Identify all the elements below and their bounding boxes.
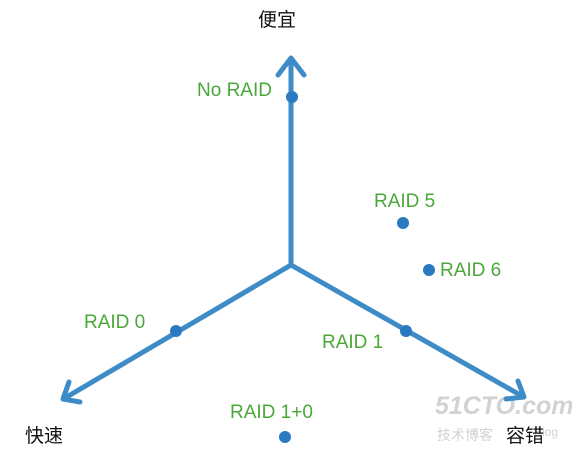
point-raid-10 <box>279 431 291 443</box>
watermark-tagline: 技术博客 <box>437 427 493 444</box>
label-raid-6: RAID 6 <box>440 260 501 281</box>
point-raid-1 <box>400 325 412 337</box>
label-no-raid: No RAID <box>197 80 272 101</box>
label-raid-1: RAID 1 <box>322 332 383 353</box>
label-raid-10: RAID 1+0 <box>230 402 313 423</box>
label-raid-5: RAID 5 <box>374 191 435 212</box>
point-raid-6 <box>423 264 435 276</box>
point-raid-0 <box>170 325 182 337</box>
raid-points: No RAID RAID 5 RAID 6 RAID 0 RAID 1 RAID… <box>84 80 501 443</box>
axis-label-fault-tolerant: 容错 <box>506 425 544 447</box>
axis-right-arrowhead <box>503 378 527 402</box>
watermark-brand: 51CTO.com <box>435 392 572 420</box>
point-no-raid <box>286 91 298 103</box>
label-raid-0: RAID 0 <box>84 312 145 333</box>
point-raid-5 <box>397 217 409 229</box>
watermark: 51CTO.com 技术博客 Blog <box>435 392 572 444</box>
axis-label-cheap: 便宜 <box>258 9 296 31</box>
axis-label-fast: 快速 <box>25 425 63 447</box>
watermark-blog: Blog <box>534 425 558 439</box>
axis-up-arrowhead <box>275 55 307 78</box>
axes <box>60 55 527 405</box>
axis-left-arrowhead <box>60 379 83 405</box>
